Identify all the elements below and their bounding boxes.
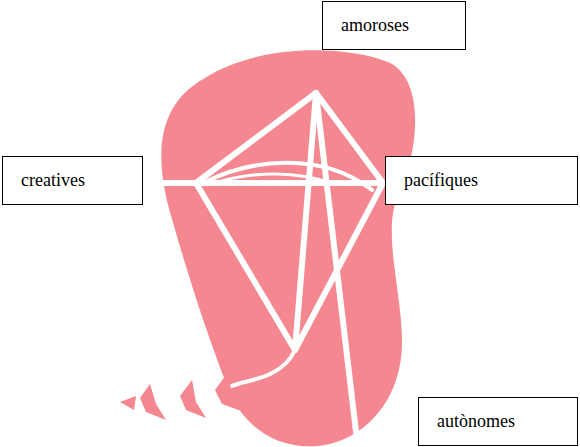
text-box: autònomes	[418, 397, 578, 446]
kite-string	[316, 93, 357, 440]
text-box: amoroses	[322, 1, 466, 50]
pink-blob	[161, 50, 415, 446]
kite-bow-inner	[215, 174, 330, 183]
box-label: pacífiques	[404, 170, 478, 192]
box-label: autònomes	[437, 411, 515, 433]
tail-bow	[140, 384, 166, 420]
tail-bow	[180, 380, 206, 418]
tail-bows	[120, 372, 244, 420]
kite-bow	[205, 163, 372, 190]
text-box: creatives	[2, 156, 143, 205]
kite-frame	[150, 93, 386, 440]
box-label: creatives	[21, 170, 85, 192]
kite-spine	[295, 93, 316, 350]
tail-bow	[215, 372, 244, 412]
kite-left-stub	[150, 180, 196, 186]
kite-outline	[196, 93, 383, 350]
text-box: pacífiques	[385, 156, 578, 205]
tail-end	[120, 396, 136, 410]
box-label: amoroses	[341, 15, 409, 37]
